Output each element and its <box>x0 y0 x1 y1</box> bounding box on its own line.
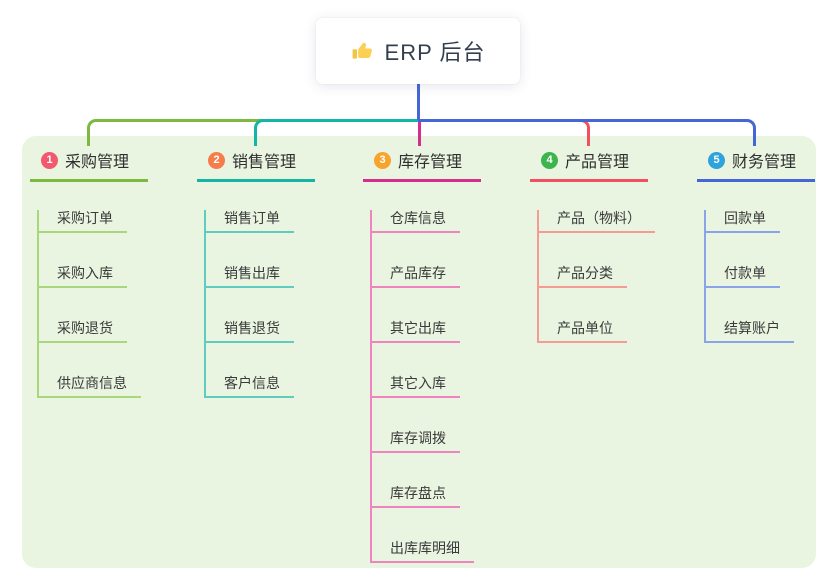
branch-header-finance[interactable]: 5 财务管理 <box>697 145 815 182</box>
child-item[interactable]: 产品库存 <box>372 265 460 288</box>
child-item[interactable]: 采购订单 <box>39 210 127 233</box>
child-item[interactable]: 产品单位 <box>539 320 627 343</box>
branch-children: 产品（物料） 产品分类 产品单位 <box>537 210 655 343</box>
child-item[interactable]: 结算账户 <box>706 320 794 343</box>
root-label: ERP 后台 <box>384 40 486 65</box>
branch-column-finance: 5 财务管理 回款单 付款单 结算账户 <box>697 145 815 343</box>
child-item[interactable]: 供应商信息 <box>39 375 141 398</box>
branch-header-purchase[interactable]: 1 采购管理 <box>30 145 148 182</box>
branch-column-inventory: 3 库存管理 仓库信息 产品库存 其它出库 其它入库 库存调拨 库存盘点 出库库… <box>363 145 481 563</box>
child-item[interactable]: 产品（物料） <box>539 210 655 233</box>
connector-drop-inventory <box>418 121 421 146</box>
badge-4: 4 <box>541 151 558 169</box>
badge-5: 5 <box>708 151 725 169</box>
connector-elbow-purchase <box>87 119 419 146</box>
child-item[interactable]: 客户信息 <box>206 375 294 398</box>
connector-elbow-finance <box>418 119 756 146</box>
branch-header-sales[interactable]: 2 销售管理 <box>197 145 315 182</box>
branch-column-sales: 2 销售管理 销售订单 销售出库 销售退货 客户信息 <box>197 145 315 398</box>
branch-title: 财务管理 <box>732 154 797 171</box>
branch-title: 销售管理 <box>232 154 297 171</box>
child-item[interactable]: 其它出库 <box>372 320 460 343</box>
child-item[interactable]: 库存调拨 <box>372 430 460 453</box>
root-node[interactable]: ERP 后台 <box>316 18 520 84</box>
child-item[interactable]: 付款单 <box>706 265 780 288</box>
thumbs-up-icon <box>351 39 375 63</box>
branch-children: 回款单 付款单 结算账户 <box>704 210 815 343</box>
child-item[interactable]: 仓库信息 <box>372 210 460 233</box>
child-item[interactable]: 采购退货 <box>39 320 127 343</box>
branch-title: 采购管理 <box>65 154 130 171</box>
badge-2: 2 <box>208 151 225 169</box>
branch-column-product: 4 产品管理 产品（物料） 产品分类 产品单位 <box>530 145 655 343</box>
branch-header-product[interactable]: 4 产品管理 <box>530 145 648 182</box>
branch-children: 销售订单 销售出库 销售退货 客户信息 <box>204 210 315 398</box>
branch-children: 仓库信息 产品库存 其它出库 其它入库 库存调拨 库存盘点 出库库明细 <box>370 210 481 563</box>
branch-title: 产品管理 <box>565 154 630 171</box>
branch-header-inventory[interactable]: 3 库存管理 <box>363 145 481 182</box>
branch-title: 库存管理 <box>398 154 463 171</box>
child-item[interactable]: 出库库明细 <box>372 540 474 563</box>
child-item[interactable]: 销售订单 <box>206 210 294 233</box>
child-item[interactable]: 其它入库 <box>372 375 460 398</box>
badge-1: 1 <box>41 151 58 169</box>
child-item[interactable]: 回款单 <box>706 210 780 233</box>
child-item[interactable]: 采购入库 <box>39 265 127 288</box>
tree-panel <box>22 136 816 568</box>
child-item[interactable]: 产品分类 <box>539 265 627 288</box>
child-item[interactable]: 库存盘点 <box>372 485 460 508</box>
branch-column-purchase: 1 采购管理 采购订单 采购入库 采购退货 供应商信息 <box>30 145 148 398</box>
badge-3: 3 <box>374 151 391 169</box>
connector-root-stem <box>417 83 420 120</box>
child-item[interactable]: 销售出库 <box>206 265 294 288</box>
child-item[interactable]: 销售退货 <box>206 320 294 343</box>
connector-elbow-sales <box>254 119 419 146</box>
branch-children: 采购订单 采购入库 采购退货 供应商信息 <box>37 210 148 398</box>
